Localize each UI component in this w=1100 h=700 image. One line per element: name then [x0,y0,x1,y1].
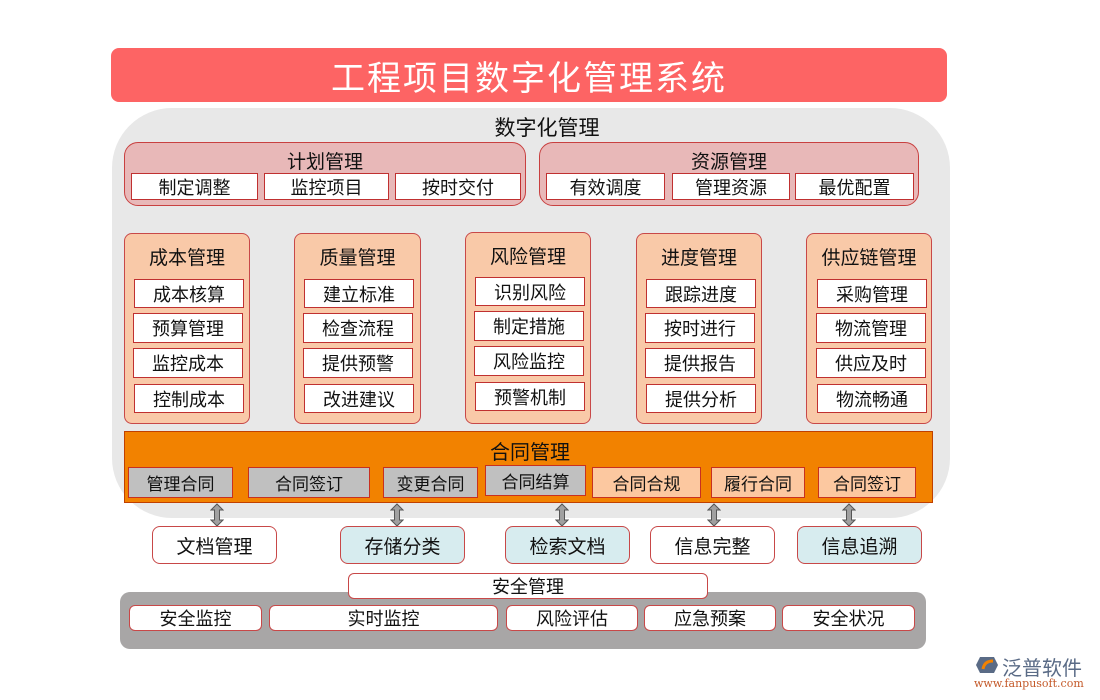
plan-item: 制定调整 [131,173,258,200]
contract-item: 履行合同 [711,467,805,498]
page-title: 工程项目数字化管理系统 [111,48,947,102]
risk-item: 预警机制 [475,382,585,411]
safety-item: 风险评估 [506,605,638,631]
supply-chain-management-group: 供应链管理 采购管理 物流管理 供应及时 物流畅通 [806,233,932,424]
document-item: 检索文档 [505,526,630,564]
supply-chain-management-title: 供应链管理 [821,247,917,269]
logo-text-cn: 泛普软件 [1002,656,1082,680]
safety-item: 安全状况 [782,605,915,631]
plan-management-title: 计划管理 [286,151,363,173]
contract-item: 合同签订 [818,467,916,498]
quality-management-group: 质量管理 建立标准 检查流程 提供预警 改进建议 [294,233,421,424]
cost-item: 监控成本 [133,348,243,378]
schedule-item: 提供报告 [645,348,755,378]
quality-item: 提供预警 [303,348,413,378]
schedule-management-group: 进度管理 跟踪进度 按时进行 提供报告 提供分析 [636,233,762,424]
quality-item: 检查流程 [303,313,413,343]
contract-item: 合同签订 [248,467,370,498]
quality-management-title: 质量管理 [319,247,396,269]
risk-management-group: 风险管理 识别风险 制定措施 风险监控 预警机制 [465,232,591,424]
risk-item: 识别风险 [475,277,585,306]
contract-item: 变更合同 [383,467,478,498]
resource-item: 管理资源 [672,173,790,200]
plan-item: 监控项目 [264,173,389,200]
supply-chain-item: 供应及时 [816,348,926,378]
safety-item: 安全监控 [129,605,262,631]
double-arrow-icon [707,503,721,527]
cost-item: 控制成本 [134,384,244,413]
double-arrow-icon [390,503,404,527]
schedule-item: 按时进行 [645,313,755,343]
contract-item: 合同结算 [485,465,586,496]
logo-mark-icon [976,657,998,673]
schedule-management-title: 进度管理 [660,247,737,269]
safety-item: 实时监控 [269,605,498,631]
digital-management-title: 数字化管理 [494,116,600,140]
contract-item: 管理合同 [128,467,233,498]
supply-chain-item: 物流畅通 [817,384,927,413]
resource-management-title: 资源管理 [690,151,767,173]
cost-item: 预算管理 [133,313,243,343]
logo-text-en: www.fanpusoft.com [974,677,1084,690]
double-arrow-icon [210,503,224,527]
document-item: 信息追溯 [797,526,922,564]
plan-management-group: 计划管理 制定调整 监控项目 按时交付 [124,142,526,206]
supply-chain-item: 物流管理 [816,313,926,343]
resource-item: 有效调度 [546,173,665,200]
cost-management-group: 成本管理 成本核算 预算管理 监控成本 控制成本 [124,233,250,424]
document-item: 文档管理 [152,526,277,564]
quality-item: 改进建议 [304,384,414,413]
cost-item: 成本核算 [134,279,244,308]
plan-item: 按时交付 [395,173,521,200]
schedule-item: 跟踪进度 [646,279,756,308]
supply-chain-item: 采购管理 [817,279,927,308]
resource-item: 最优配置 [795,173,914,200]
contract-item: 合同合规 [592,467,701,498]
document-item: 信息完整 [650,526,775,564]
double-arrow-icon [842,503,856,527]
quality-item: 建立标准 [304,279,414,308]
contract-management-title: 合同管理 [490,440,570,464]
risk-item: 风险监控 [474,346,584,376]
document-item: 存储分类 [340,526,465,564]
risk-item: 制定措施 [474,311,584,341]
double-arrow-icon [555,503,569,527]
brand-logo: 泛普软件 www.fanpusoft.com [972,652,1097,694]
cost-management-title: 成本管理 [148,247,225,269]
safety-item: 应急预案 [644,605,776,631]
resource-management-group: 资源管理 有效调度 管理资源 最优配置 [539,142,919,206]
risk-management-title: 风险管理 [489,246,566,268]
schedule-item: 提供分析 [646,384,756,413]
safety-management-title: 安全管理 [348,573,708,599]
